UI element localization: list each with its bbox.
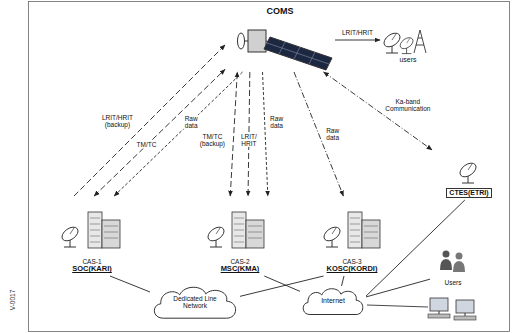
node-label: KOSC(KORDI) (327, 265, 378, 274)
edge-label: Ka-band Communication (383, 98, 433, 112)
connector (294, 72, 343, 196)
dish-antenna (205, 224, 226, 247)
edge-label: Raw data (324, 127, 342, 141)
connector (264, 276, 300, 291)
radio-tower (414, 30, 426, 53)
connector (240, 276, 324, 296)
solar-panel (264, 37, 332, 70)
monitor (456, 300, 474, 313)
user-station: users (380, 28, 436, 66)
connector (230, 72, 237, 196)
node-label: Internet (321, 297, 345, 305)
building-icon (88, 212, 120, 248)
connector (263, 72, 268, 196)
keyboard (454, 316, 476, 320)
figure-code: V-0017 (9, 290, 16, 311)
monitor-stand (465, 313, 466, 316)
edge-label: TM/TC (136, 142, 158, 149)
person-body (440, 259, 452, 270)
ground-center: CAS-3KOSC(KORDI) (314, 196, 390, 276)
dish-antenna (321, 224, 342, 247)
node-label: CTES(ETRI) (446, 188, 491, 198)
edge-label: Raw data (182, 114, 200, 128)
connector (342, 276, 345, 286)
ground-station: CTES(ETRI) (432, 148, 506, 200)
person-body (453, 261, 465, 272)
person-head (456, 253, 463, 260)
person-head (443, 251, 450, 258)
user-group: Users (430, 246, 476, 288)
panel-grid (267, 42, 329, 64)
connector (74, 45, 225, 196)
edge-label: TM/TC (backup) (197, 133, 227, 147)
user-antennas (381, 30, 426, 54)
connector (366, 200, 465, 296)
ground-center: CAS-1SOC(KARI) (52, 196, 132, 276)
connector (324, 72, 432, 150)
building-icon (232, 212, 264, 248)
node-label: SOC(KARI) (72, 265, 112, 274)
dish-antenna (457, 160, 478, 183)
edge-label: LRIT/ HRIT (239, 133, 259, 147)
network-cloud: Dedicated Line Network (150, 284, 240, 320)
satellite-antenna (238, 33, 245, 49)
keyboard (428, 314, 450, 318)
connector (114, 72, 242, 196)
building-icon (348, 212, 380, 248)
monitor (430, 298, 448, 311)
dish-antenna (59, 224, 80, 247)
node-label: Dedicated Line Network (164, 295, 226, 310)
connector (335, 40, 380, 41)
frame (29, 2, 510, 332)
node-label: CAS-2 (230, 258, 249, 265)
node-label: COMS (267, 6, 294, 16)
monitor-stand (439, 311, 440, 314)
connector (110, 276, 150, 292)
cloud-outline (154, 287, 235, 318)
computer-icon (428, 298, 476, 320)
cloud-outline (303, 289, 363, 315)
satellite-body (248, 30, 266, 52)
node-label: CAS-1 (82, 258, 101, 265)
network-cloud: Internet (300, 286, 366, 316)
satellite-node: COMS (225, 4, 335, 72)
ground-center: CAS-2MSC(KMA) (200, 196, 280, 276)
edge-label: Raw data (268, 114, 286, 128)
node-label: MSC(KMA) (221, 265, 260, 274)
edge-label: LRIT/HRIT (341, 29, 374, 36)
dish-antenna (398, 35, 415, 53)
dish-antenna (381, 30, 402, 53)
node-label: CAS-3 (342, 258, 361, 265)
people-icon (440, 251, 465, 273)
edge-label: LRIT/HRIT (backup) (99, 113, 137, 127)
connector (366, 279, 430, 297)
network-wire (367, 305, 428, 307)
satellite-icon (238, 30, 333, 70)
node-label: users (399, 56, 416, 64)
node-label: Users (445, 279, 462, 286)
